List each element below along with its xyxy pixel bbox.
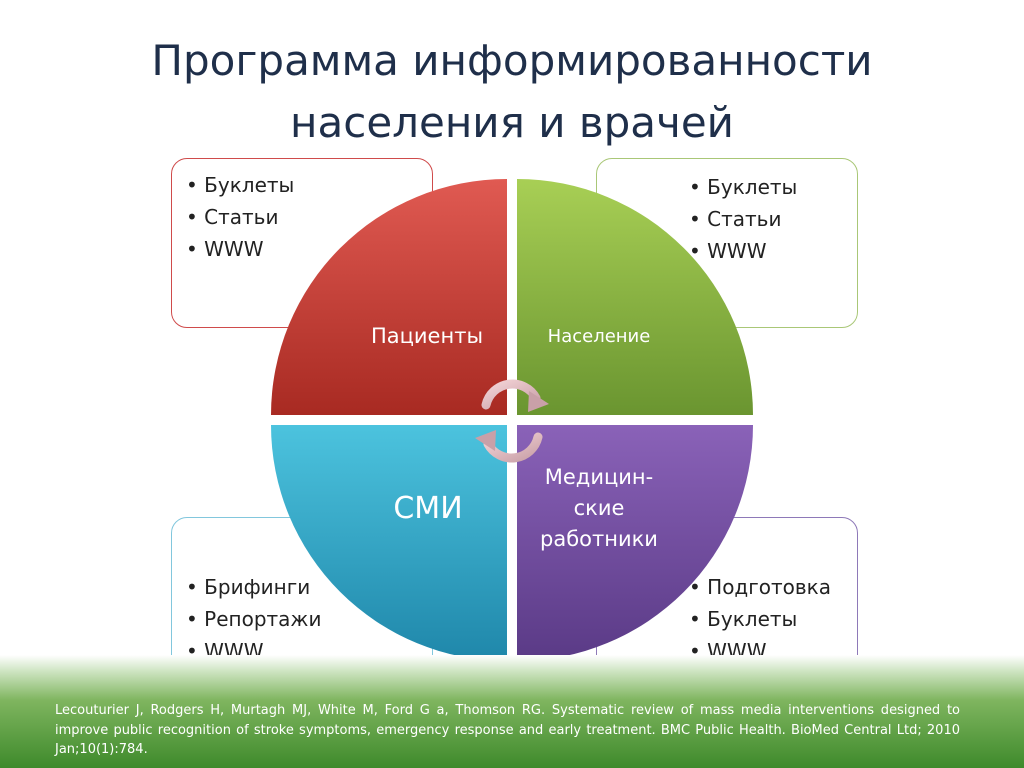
population-quadrant — [517, 179, 753, 415]
population-label: Население — [548, 326, 651, 347]
list-item: Репортажи — [186, 603, 321, 635]
list-item: Статьи — [689, 203, 797, 235]
circular-arrows-icon — [475, 379, 549, 463]
list-item: Буклеты — [689, 171, 797, 203]
list-item: Статьи — [186, 201, 294, 233]
medical-workers-quadrant — [517, 425, 753, 661]
patients-label: Пациенты — [371, 324, 483, 348]
list-item: WWW — [186, 233, 294, 265]
medical-workers-label-line-3: работники — [540, 527, 658, 551]
footer-band — [0, 655, 1024, 768]
list-item: Буклеты — [689, 603, 831, 635]
citation-text: Lecouturier J, Rodgers H, Murtagh MJ, Wh… — [55, 703, 960, 757]
medical-workers-label-line-2: ские — [574, 496, 625, 520]
list-item: Подготовка — [689, 571, 831, 603]
list-item: Брифинги — [186, 571, 321, 603]
page-title: Программа информированности населения и … — [0, 30, 1024, 154]
patients-quadrant — [271, 179, 507, 415]
media-label: СМИ — [393, 491, 462, 526]
title-line-1: Программа информированности — [151, 36, 873, 85]
title-line-2: населения и врачей — [290, 98, 734, 147]
media-quadrant — [271, 425, 507, 661]
list-item: Буклеты — [186, 169, 294, 201]
medical-workers-label-line-1: Медицин- — [545, 465, 653, 489]
population-resources-list: Буклеты Статьи WWW — [689, 171, 797, 267]
list-item: WWW — [689, 235, 797, 267]
patients-resources-list: Буклеты Статьи WWW — [186, 169, 294, 265]
